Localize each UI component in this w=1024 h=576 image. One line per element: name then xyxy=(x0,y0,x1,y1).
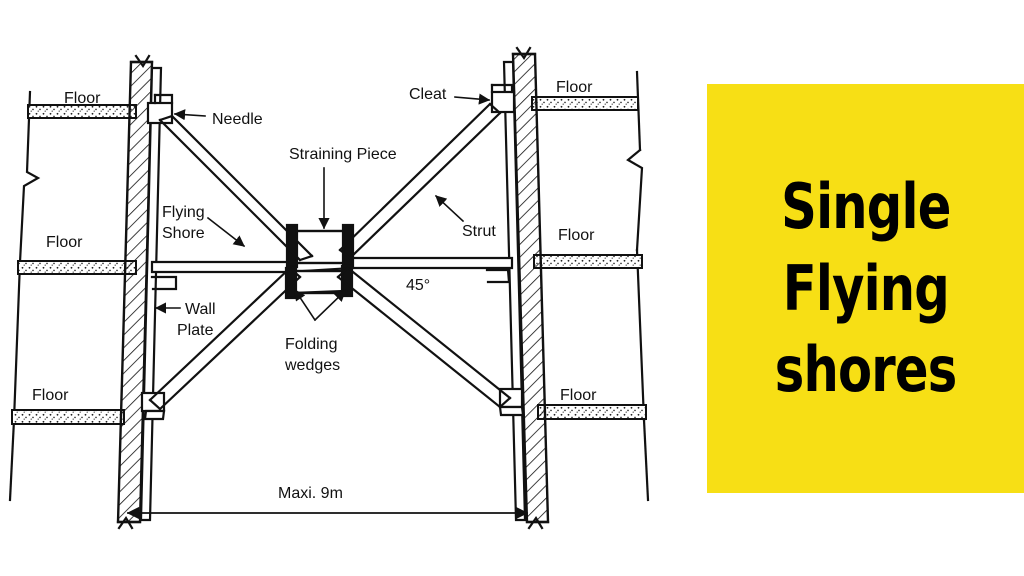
left-building-wall xyxy=(116,54,154,530)
leader-flying-shore xyxy=(206,216,246,248)
title-callout-panel: Single Flying shores xyxy=(707,84,1024,493)
label-floor-top-left: Floor xyxy=(64,90,101,107)
label-floor-mid-left: Floor xyxy=(46,234,83,251)
leader-needle xyxy=(173,109,206,121)
label-folding-wedges-line2: wedges xyxy=(284,357,340,374)
label-max-span-dimension: Maxi. 9m xyxy=(278,485,343,502)
leader-strut xyxy=(434,194,465,223)
diagram-canvas: Floor Floor Floor Floor Floor Floor Need… xyxy=(8,46,650,530)
right-building-outer-wall xyxy=(626,70,650,502)
right-floor-slab-top xyxy=(531,96,639,111)
right-cleat xyxy=(490,83,516,114)
label-straining-piece: Straining Piece xyxy=(289,146,397,163)
label-flying-shore-line2: Shore xyxy=(162,225,205,242)
left-floor-slab-mid xyxy=(17,260,137,275)
caption-line-1: Single xyxy=(780,169,951,243)
strut-lower-right xyxy=(336,266,512,409)
label-folding-wedges-line1: Folding xyxy=(285,336,337,353)
folding-wedges xyxy=(284,264,354,300)
label-floor-mid-right: Floor xyxy=(558,227,595,244)
strut-upper-right xyxy=(338,102,502,260)
leader-folding-wedges xyxy=(293,288,347,322)
right-floor-slab-bottom xyxy=(537,404,647,420)
strut-lower-left xyxy=(148,266,302,411)
flying-shore-diagram: Floor Floor Floor Floor Floor Floor Need… xyxy=(8,46,650,530)
label-floor-bottom-right: Floor xyxy=(560,387,597,404)
label-angle-45: 45° xyxy=(406,277,430,294)
right-mid-cleat xyxy=(485,268,511,284)
leader-cleat xyxy=(454,93,491,105)
label-wall-plate-line2: Plate xyxy=(177,322,214,339)
label-flying-shore-line1: Flying xyxy=(162,204,205,221)
caption-line-2: Flying xyxy=(782,251,949,325)
label-wall-plate-line1: Wall xyxy=(185,301,216,318)
label-floor-bottom-left: Floor xyxy=(32,387,69,404)
right-floor-slab-mid xyxy=(533,254,643,269)
right-building-wall xyxy=(511,46,550,530)
left-floor-slab-bottom xyxy=(11,409,125,425)
caption-line-3: shores xyxy=(774,333,958,407)
label-cleat: Cleat xyxy=(409,86,447,103)
label-strut: Strut xyxy=(462,223,496,240)
left-mid-cleat xyxy=(150,275,178,291)
left-building-outer-wall xyxy=(8,90,41,502)
strut-upper-left xyxy=(158,114,314,262)
label-floor-top-right: Floor xyxy=(556,79,593,96)
label-needle: Needle xyxy=(212,111,263,128)
